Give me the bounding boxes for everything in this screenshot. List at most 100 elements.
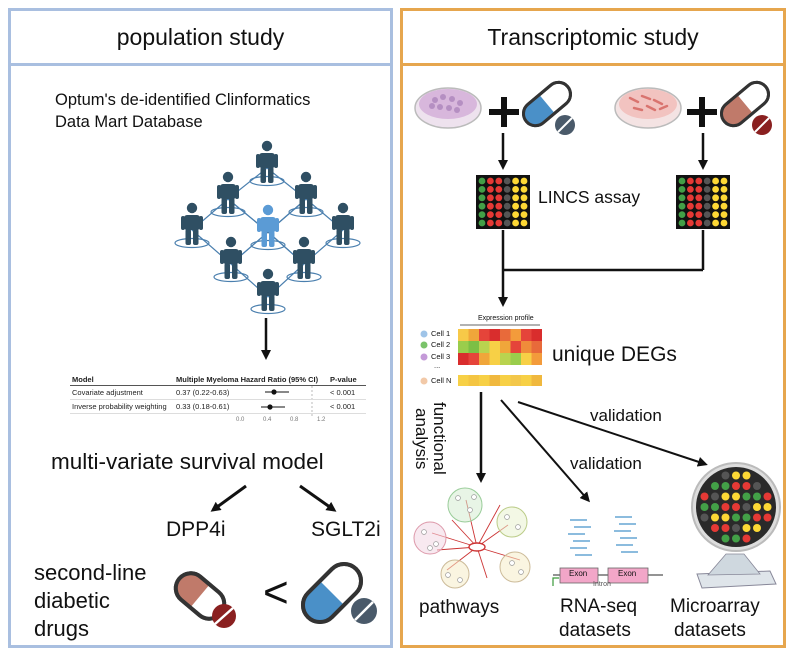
assay-well <box>478 219 486 227</box>
assay-well <box>478 194 486 202</box>
assay-well <box>712 186 719 193</box>
chip-spot <box>732 513 740 522</box>
heatmap-cell <box>500 341 511 353</box>
drugs-label-3: drugs <box>34 616 90 641</box>
chip-spot <box>742 492 751 501</box>
chip-spot <box>753 513 761 522</box>
chip-spot <box>732 482 740 490</box>
chip-spot <box>711 524 719 532</box>
table-cell-model: Covariate adjustment <box>70 385 174 400</box>
chip-spot <box>742 534 751 543</box>
cell-culture-dish-1-icon <box>414 87 482 129</box>
chip-spot <box>753 524 761 532</box>
chip-spot <box>700 503 709 511</box>
heatmap-cell <box>521 375 532 386</box>
table-header-hr: Multiple Myeloma Hazard Ratio (95% CI) <box>174 374 328 386</box>
assay-well <box>687 186 694 193</box>
expression-profile-label: Expression profile <box>478 315 534 322</box>
chip-spot <box>753 482 761 490</box>
chip-spot <box>763 492 772 501</box>
heatmap-cell <box>510 341 521 353</box>
assay-well <box>520 194 528 202</box>
chip-spot <box>742 524 751 532</box>
unique-degs-label: unique DEGs <box>552 343 677 366</box>
chip-spot <box>742 482 751 490</box>
heatmap-cell <box>521 353 532 365</box>
exon-label-2: Exon <box>618 569 637 578</box>
assay-well <box>512 219 519 227</box>
chip-spot <box>742 471 751 480</box>
assay-well <box>478 177 486 185</box>
assay-well <box>478 202 486 210</box>
assay-well <box>503 219 511 227</box>
chip-spot <box>732 503 740 511</box>
assay-well <box>703 219 711 227</box>
transcriptomic-study-title: Transcriptomic study <box>487 24 699 50</box>
assay-well <box>495 186 503 193</box>
chip-spot <box>742 503 751 511</box>
plus-icon-1 <box>489 97 519 127</box>
database-label-line2: Data Mart Database <box>55 113 203 131</box>
cell-label-ellipsis: ... <box>434 361 441 370</box>
arrow-to-microarray <box>517 401 708 467</box>
table-cell-model: Inverse probability weighting <box>70 399 174 414</box>
chip-spot <box>721 503 730 511</box>
arrow-to-sglt2i <box>299 484 337 512</box>
cell-dot-1-icon <box>420 330 428 338</box>
assay-well <box>503 211 511 219</box>
assay-well <box>503 202 511 210</box>
heatmap-cell <box>458 375 469 386</box>
dpp4i-label: DPP4i <box>166 518 226 541</box>
forest-tick-2: 0.8 <box>290 417 299 423</box>
assay-well <box>487 202 494 210</box>
forest-tick-3: 1.2 <box>317 417 326 423</box>
heatmap-cell <box>531 353 542 365</box>
population-study-title: population study <box>116 24 285 50</box>
chip-spot <box>732 524 740 532</box>
forest-tick-0: 0.0 <box>236 417 245 423</box>
chip-spot <box>711 492 719 501</box>
assay-well <box>695 219 703 227</box>
assay-well <box>712 202 719 210</box>
chip-spot <box>700 513 709 522</box>
table-cell-hr: 0.33 (0.18-0.61) <box>174 399 328 414</box>
assay-well <box>703 194 711 202</box>
assay-well <box>720 202 728 210</box>
expression-heatmap <box>458 329 542 386</box>
cell-culture-dish-2-icon <box>614 87 682 129</box>
heatmap-cell <box>531 341 542 353</box>
assay-well <box>512 186 519 193</box>
assay-well <box>478 211 486 219</box>
population-study-header <box>8 8 393 66</box>
forest-tick-1: 0.4 <box>263 417 272 423</box>
assay-well <box>678 186 686 193</box>
assay-well <box>703 177 711 185</box>
assay-well <box>712 219 719 227</box>
assay-well <box>712 211 719 219</box>
chip-spot <box>732 471 740 480</box>
assay-well <box>512 194 519 202</box>
microarray-label-2: datasets <box>674 620 746 641</box>
assay-well <box>487 177 494 185</box>
population-network <box>174 167 361 315</box>
assay-well <box>695 211 703 219</box>
assay-well <box>503 186 511 193</box>
table-header-model: Model <box>70 374 174 386</box>
heatmap-cell <box>458 353 469 365</box>
assay-well <box>512 202 519 210</box>
chip-spot <box>763 503 772 511</box>
cell-dot-3-icon <box>420 353 428 361</box>
assay-well <box>720 219 728 227</box>
merge-connector <box>501 230 705 272</box>
pathways-label: pathways <box>419 597 500 618</box>
cell-label-3: Cell 3 <box>431 352 451 361</box>
heatmap-cell <box>468 329 479 341</box>
assay-well <box>487 219 494 227</box>
assay-well <box>512 211 519 219</box>
assay-well <box>712 177 719 185</box>
cell-dot-2-icon <box>420 341 428 349</box>
cell-label-n: Cell N <box>431 376 452 385</box>
chip-spot <box>763 513 772 522</box>
heatmap-cell <box>489 329 500 341</box>
